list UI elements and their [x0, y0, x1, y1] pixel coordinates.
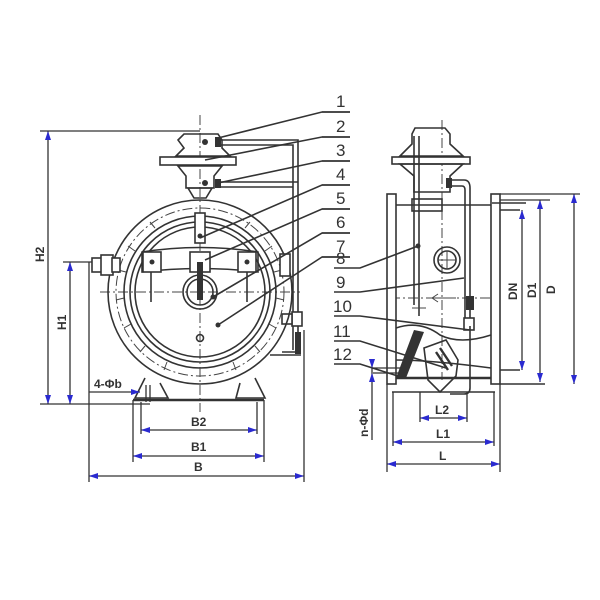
part-label-12: 12 — [333, 345, 352, 364]
dim-label-dn: DN — [506, 283, 520, 300]
part-label-4: 4 — [336, 165, 345, 184]
dim-label-b2: B2 — [191, 415, 207, 429]
side-leaders — [334, 245, 471, 379]
dim-label-b1: B1 — [191, 440, 207, 454]
dim-label-b: B — [194, 460, 203, 474]
part-label-1: 1 — [336, 92, 345, 111]
front-view — [91, 115, 303, 412]
part-label-3: 3 — [336, 141, 345, 160]
dim-label-h2: H2 — [33, 246, 47, 262]
front-dimensions — [40, 130, 305, 482]
dimension-labels: H2 H1 4-Φb B2 B1 B DN D1 D n-Φd L2 L1 L — [33, 246, 558, 474]
dim-label-l1: L1 — [436, 427, 450, 441]
part-label-6: 6 — [336, 213, 345, 232]
dim-label-bolt-holes: 4-Φb — [94, 377, 122, 391]
part-label-8: 8 — [336, 249, 345, 268]
dim-label-l2: L2 — [435, 403, 449, 417]
dim-label-d1: D1 — [525, 282, 539, 298]
part-labels: 1 2 3 4 5 6 7 8 9 10 11 12 — [322, 92, 352, 364]
dim-label-flange-holes: n-Φd — [357, 408, 371, 437]
dim-label-h1: H1 — [55, 314, 69, 330]
part-label-9: 9 — [336, 273, 345, 292]
dim-label-l: L — [439, 449, 446, 463]
part-label-2: 2 — [336, 117, 345, 136]
side-dimensions — [369, 193, 580, 472]
part-label-5: 5 — [336, 189, 345, 208]
side-view — [386, 120, 545, 395]
part-label-10: 10 — [333, 297, 352, 316]
part-label-11: 11 — [333, 322, 351, 341]
dim-label-d: D — [544, 285, 558, 294]
part-label-7: 7 — [336, 237, 345, 256]
